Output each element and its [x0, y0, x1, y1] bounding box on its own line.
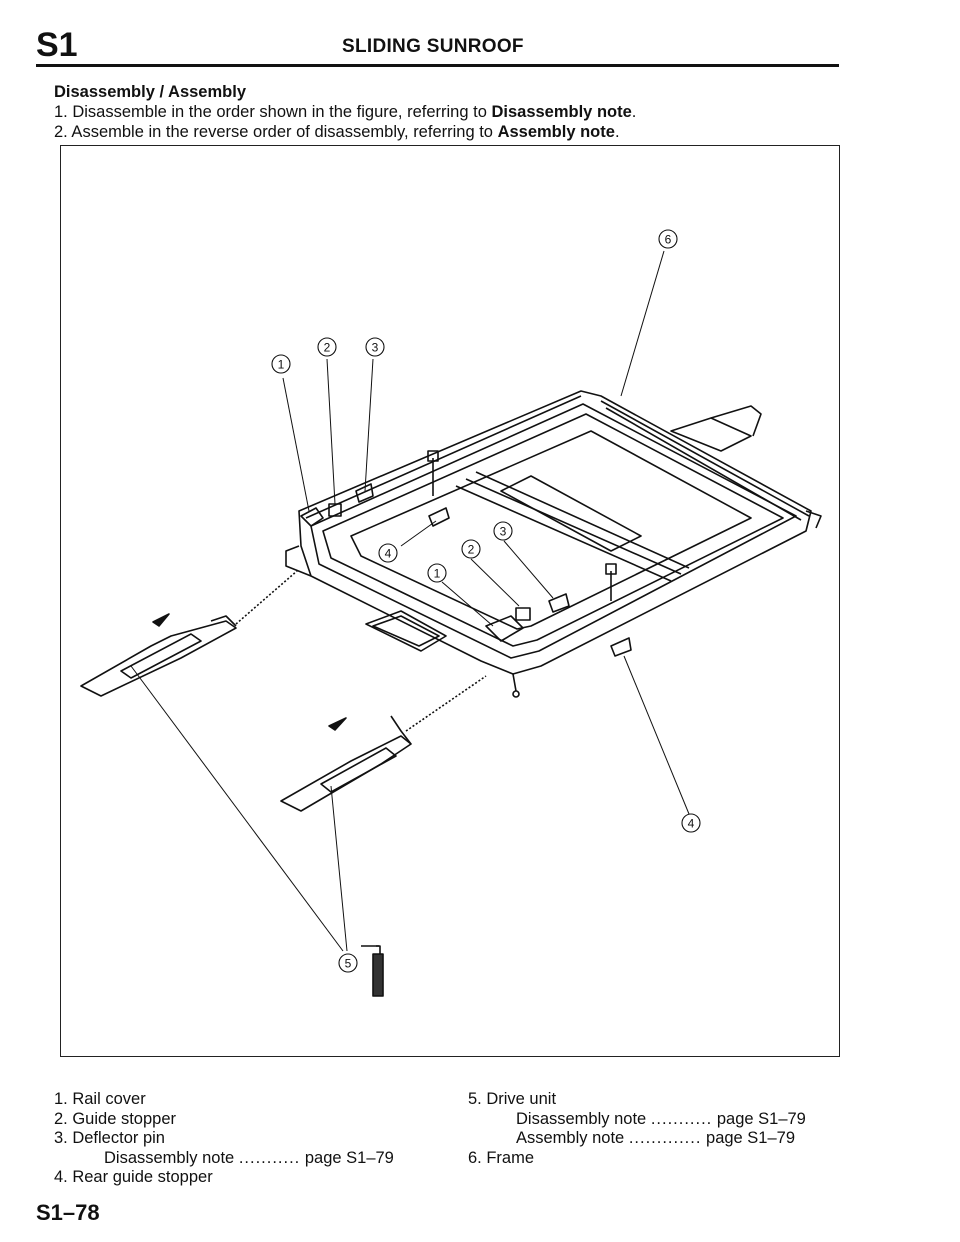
- exploded-view-figure: 6 1 2 3 4 2 3 1 4 5: [60, 145, 840, 1057]
- step-1-text: 1. Disassemble in the order shown in the…: [54, 103, 492, 121]
- step-1: 1. Disassemble in the order shown in the…: [54, 102, 844, 122]
- callout-1-inner-label: 1: [434, 567, 441, 581]
- callout-2-top: [317, 337, 337, 357]
- frame-outline: [298, 390, 812, 675]
- note-label: Disassembly note: [516, 1109, 647, 1128]
- step-2-end: .: [614, 123, 620, 141]
- header-rule: [36, 64, 839, 67]
- note-label: Disassembly note: [104, 1148, 235, 1167]
- callout-3-top-label: 3: [372, 341, 379, 355]
- callout-2-top-label: 2: [324, 341, 331, 355]
- page-header: S1 SLIDING SUNROOF: [36, 22, 838, 64]
- page-ref: page S1–79: [304, 1148, 394, 1167]
- sunroof-frame-illustration: 6 1 2 3 4 2 3 1 4 5: [80, 229, 822, 997]
- section-code: S1: [36, 26, 78, 64]
- drive-unit-left: [80, 570, 298, 697]
- legend-item-5-note-2: Assembly note ............. page S1–79: [468, 1129, 848, 1149]
- callout-1-top-label: 1: [278, 358, 285, 372]
- step-1-end: .: [631, 103, 637, 121]
- callout-3-top: [365, 337, 385, 357]
- legend-item-5-note-1: Disassembly note ........... page S1–79: [468, 1110, 848, 1130]
- callout-1-top: [271, 354, 291, 374]
- callout-2-inner: [461, 539, 481, 559]
- callout-5-label: 5: [345, 957, 352, 971]
- callout-6: [658, 229, 678, 249]
- legend-item-3: 3. Deflector pin: [54, 1129, 165, 1147]
- legend-item-6: 6. Frame: [468, 1148, 535, 1167]
- callout-4-inner: [378, 543, 398, 563]
- step-1-ref: Disassembly note: [491, 103, 632, 121]
- drive-unit-right: [280, 675, 487, 812]
- page-ref: page S1–79: [716, 1109, 806, 1128]
- legend-item-1: 1. Rail cover: [54, 1090, 146, 1108]
- leader-dots: ...........: [238, 1148, 301, 1167]
- step-2: 2. Assemble in the reverse order of disa…: [54, 122, 844, 142]
- section-title: SLIDING SUNROOF: [342, 36, 524, 57]
- legend-left: 1. Rail cover 2. Guide stopper 3. Deflec…: [54, 1090, 464, 1188]
- legend-item-4: 4. Rear guide stopper: [54, 1168, 213, 1186]
- step-2-ref: Assembly note: [497, 123, 615, 141]
- intro-text: Disassembly / Assembly 1. Disassemble in…: [54, 82, 844, 142]
- callout-2-inner-label: 2: [468, 543, 475, 557]
- callout-3-inner-label: 3: [500, 525, 507, 539]
- procedure-heading: Disassembly / Assembly: [54, 83, 246, 101]
- legend-item-3-note: Disassembly note ........... page S1–79: [54, 1149, 464, 1169]
- callout-5: [338, 953, 358, 973]
- callout-4: [681, 813, 701, 833]
- leader-dots: .............: [628, 1129, 702, 1147]
- page-ref: page S1–79: [706, 1129, 796, 1147]
- legend-item-5: 5. Drive unit: [468, 1090, 557, 1108]
- callout-4-inner-label: 4: [385, 547, 392, 561]
- leader-dots: ...........: [650, 1109, 713, 1128]
- drain-tray: [365, 610, 447, 652]
- grease-icon: [372, 953, 384, 997]
- callout-4-label: 4: [688, 817, 695, 831]
- frame-opening: [350, 430, 752, 630]
- legend-item-2: 2. Guide stopper: [54, 1109, 176, 1128]
- legend-right: 5. Drive unit Disassembly note .........…: [468, 1090, 848, 1168]
- note-label: Assembly note: [516, 1129, 625, 1147]
- step-2-text: 2. Assemble in the reverse order of disa…: [54, 123, 498, 141]
- callout-1-inner: [427, 563, 447, 583]
- callout-6-label: 6: [665, 233, 672, 247]
- callout-3-inner: [493, 521, 513, 541]
- leader-lines: [130, 250, 690, 952]
- page-number: S1–78: [36, 1200, 100, 1225]
